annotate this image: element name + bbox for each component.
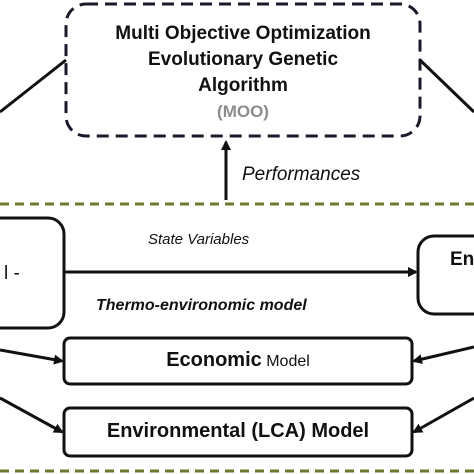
moo-abbreviation: (MOO) bbox=[217, 102, 269, 121]
economic-suffix: Model bbox=[261, 353, 310, 370]
left-to-environmental-arrow bbox=[0, 396, 64, 434]
right-model-box bbox=[416, 234, 474, 316]
economic-name: Economic bbox=[166, 349, 262, 371]
environmental-model-label: Environmental (LCA) Model bbox=[106, 420, 370, 442]
right-to-economic-arrow bbox=[412, 345, 474, 365]
performances-label: Performances bbox=[242, 164, 361, 185]
moo-box bbox=[64, 2, 422, 138]
environmental-model-box bbox=[62, 406, 414, 458]
right-box-text: En bbox=[450, 249, 474, 270]
left-to-economic-arrow bbox=[0, 348, 64, 365]
economic-model-box bbox=[62, 336, 414, 386]
thermo-environomic-label: Thermo-environomic model bbox=[96, 297, 307, 314]
moo-title-line-2: Evolutionary Genetic bbox=[147, 49, 339, 70]
moo-right-connector bbox=[418, 58, 474, 114]
economic-model-label: Economic Model bbox=[64, 350, 412, 370]
moo-left-connector bbox=[0, 58, 67, 114]
right-to-environmental-arrow bbox=[412, 396, 474, 434]
moo-title-line-1: Multi Objective Optimization bbox=[115, 23, 371, 44]
moo-title-line-3: Algorithm bbox=[198, 75, 288, 96]
state-variables-label: State Variables bbox=[148, 231, 250, 248]
left-box-text: l - bbox=[4, 263, 20, 284]
